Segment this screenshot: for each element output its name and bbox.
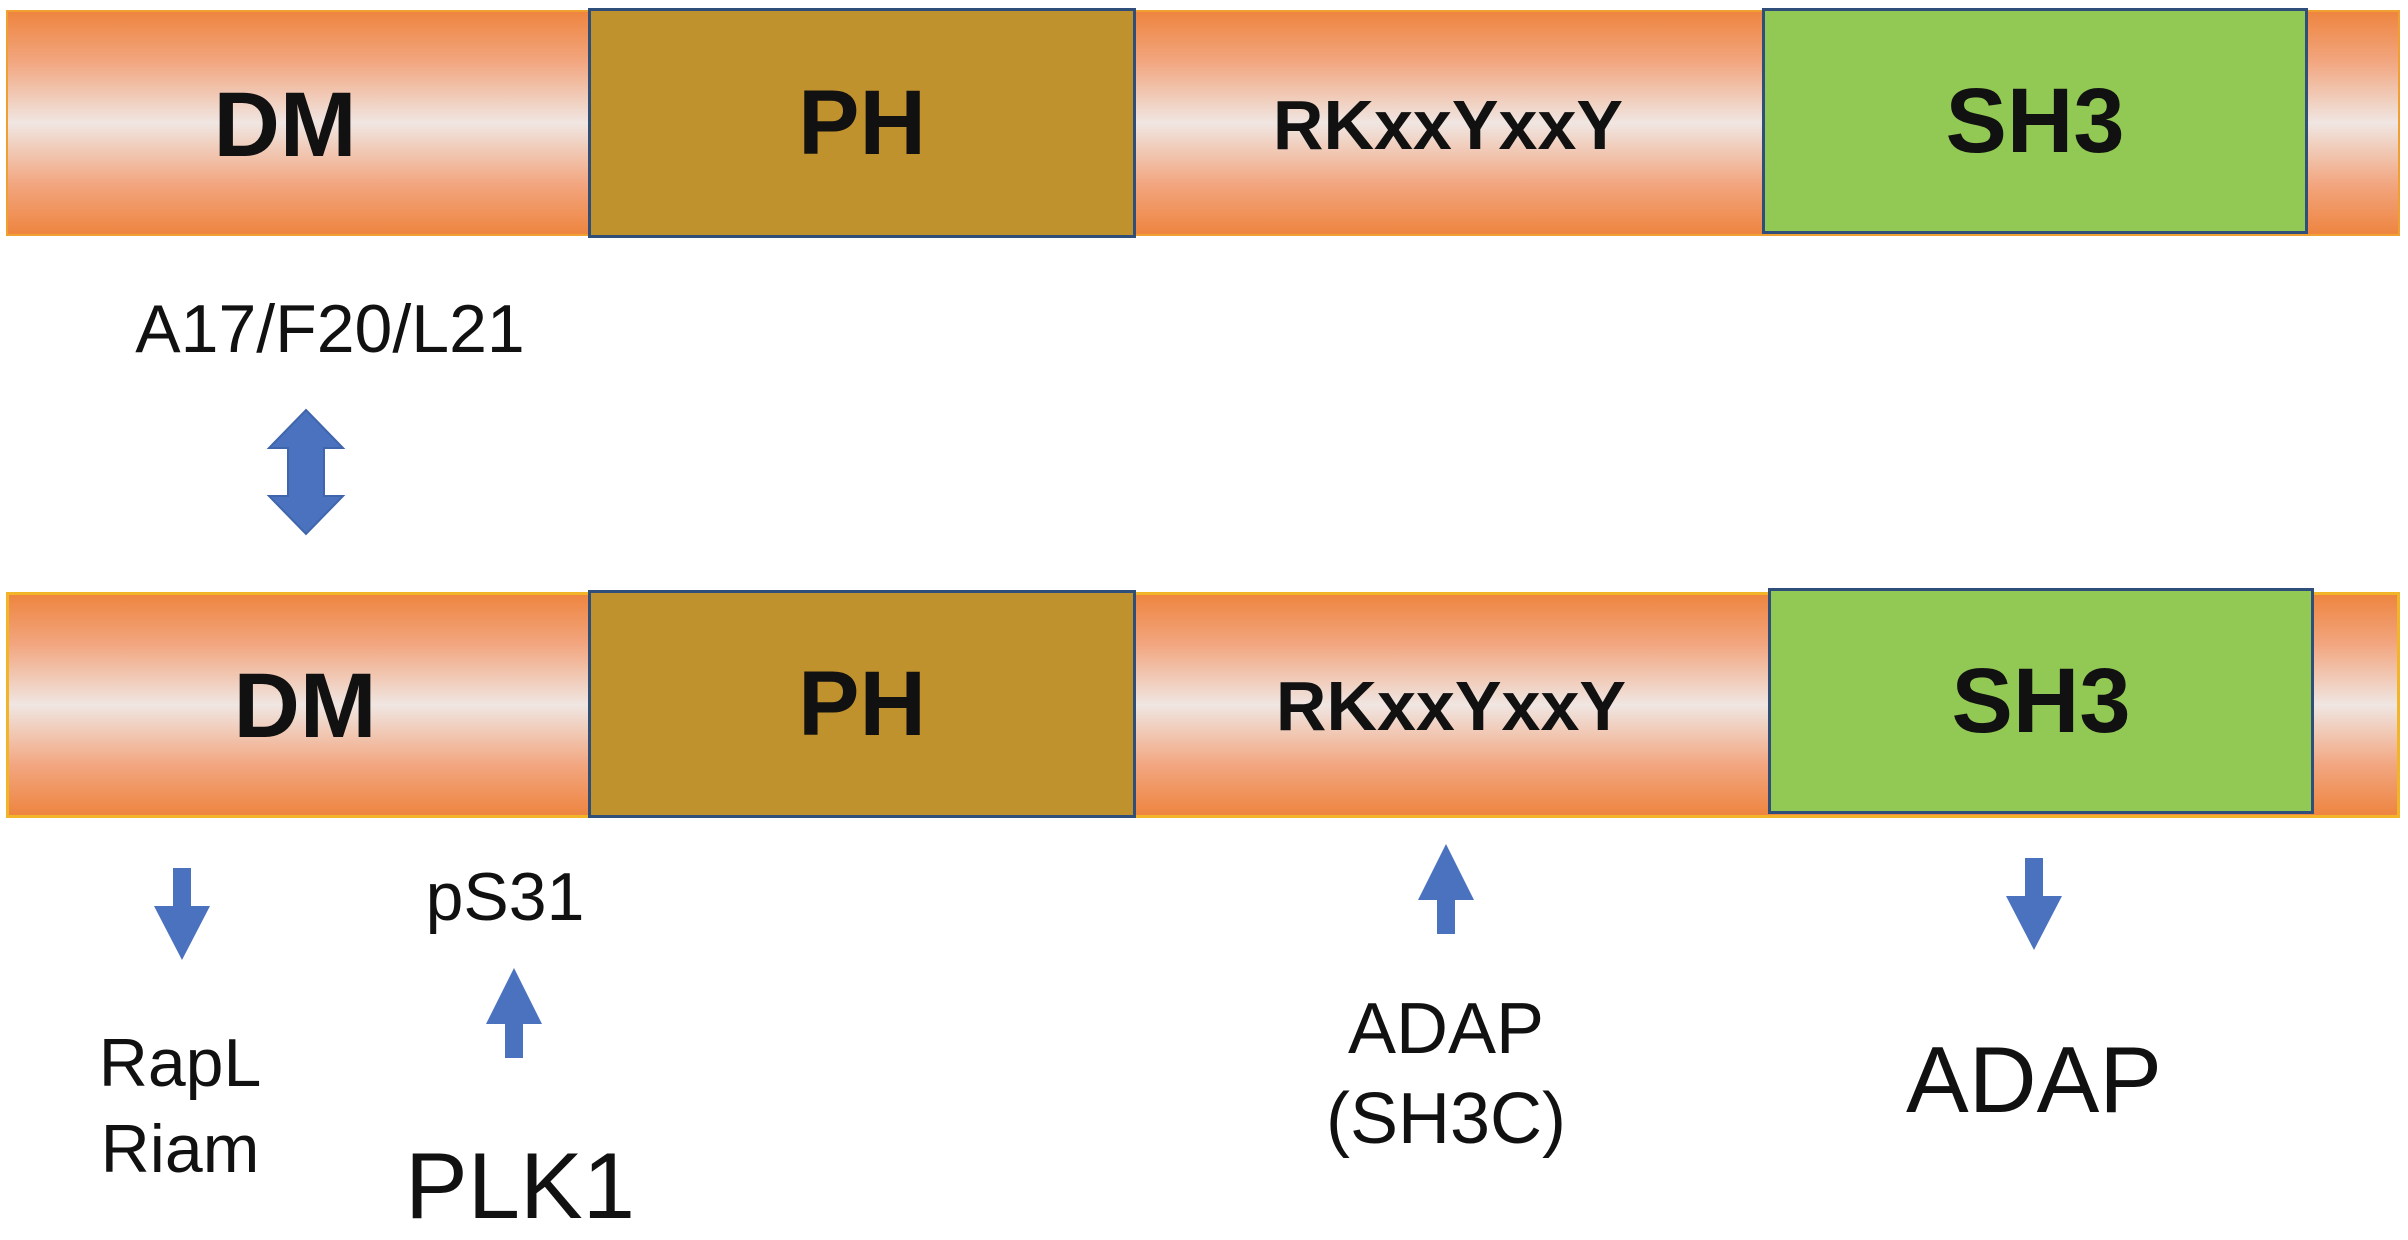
raplriam-label: RapL Riam (60, 1020, 300, 1192)
domain-dm-top-label: DM (213, 73, 357, 176)
domain-sh3-top-label: SH3 (1945, 69, 2125, 172)
motif-rkxxyxxy-bottom-label: RKxxYxxY (1275, 667, 1627, 745)
rapl-label: RapL (98, 1025, 262, 1101)
domain-sh3-bottom: SH3 (1768, 588, 2314, 814)
motif-rkxxyxxy-top-label: RKxxYxxY (1272, 86, 1624, 164)
dimer-residues-label: A17/F20/L21 (135, 291, 525, 367)
domain-ph-bottom: PH (588, 590, 1136, 818)
domain-ph-top: PH (588, 8, 1136, 238)
adap-sh3c-label: ADAP (SH3C) (1296, 984, 1596, 1164)
arrow-down-icon (154, 868, 210, 960)
domain-sh3-bottom-label: SH3 (1951, 649, 2131, 752)
domain-ph-bottom-label: PH (798, 652, 926, 755)
riam-label: Riam (100, 1111, 260, 1187)
arrow-down-icon (2006, 858, 2062, 950)
domain-sh3-top: SH3 (1762, 8, 2308, 234)
phospho-site-label: pS31 (425, 859, 585, 935)
domain-ph-top-label: PH (798, 71, 926, 174)
domain-dm-bottom-label: DM (233, 654, 377, 757)
adap-sh3c-line2: (SH3C) (1325, 1079, 1566, 1159)
arrow-up-icon (486, 968, 542, 1058)
plk1-label: PLK1 (405, 1133, 635, 1238)
adap-label: ADAP (1906, 1027, 2162, 1132)
double-headed-arrow-icon (266, 408, 346, 536)
arrow-up-icon (1418, 844, 1474, 934)
adap-sh3c-line1: ADAP (1347, 989, 1545, 1069)
